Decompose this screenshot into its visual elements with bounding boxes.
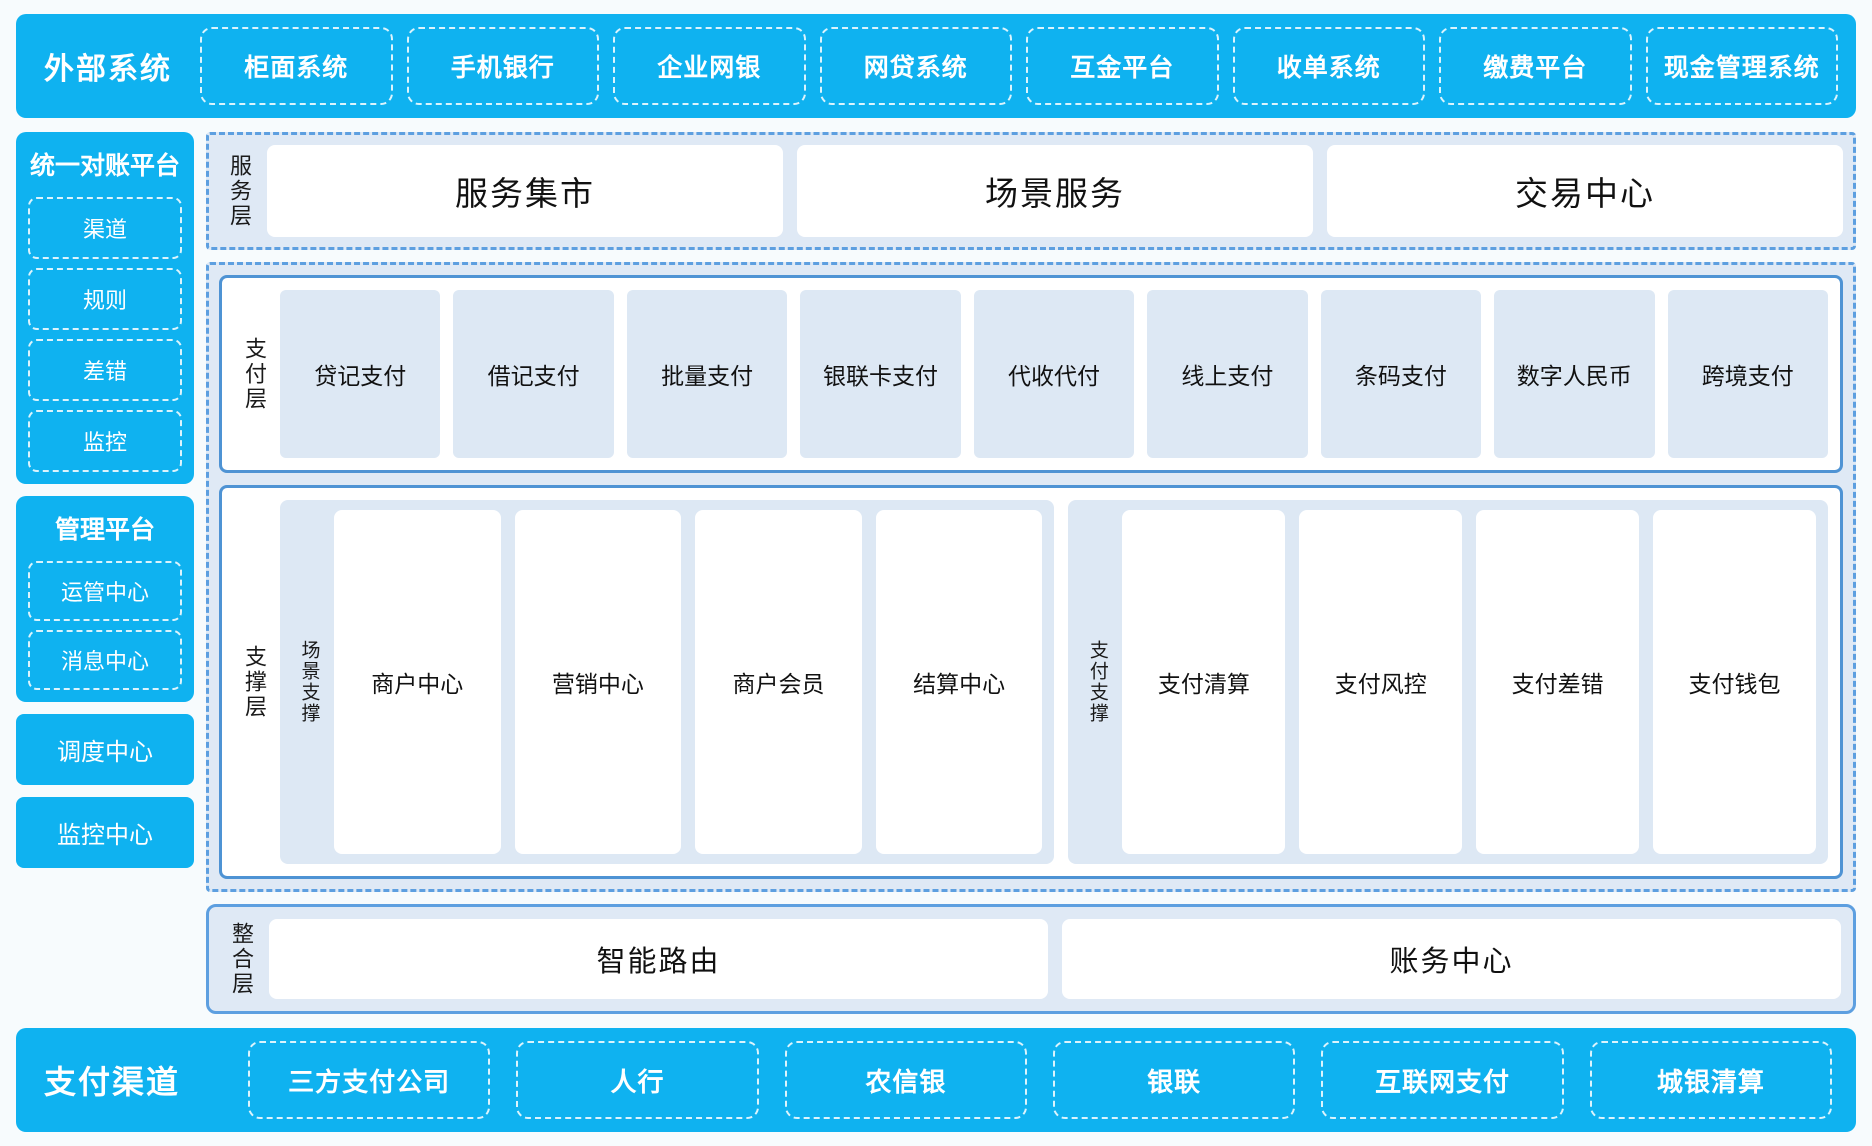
reconciliation-item-monitor[interactable]: 监控: [28, 410, 182, 472]
payment-channels-items: 三方支付公司 人行 农信银 银联 互联网支付 城银清算: [208, 1041, 1838, 1119]
support-card-payment-risk[interactable]: 支付风控: [1299, 510, 1463, 854]
left-sidebar: 统一对账平台 渠道 规则 差错 监控 管理平台 运管中心 消息中心 调度中心 监…: [16, 132, 194, 1014]
external-system-item[interactable]: 收单系统: [1232, 27, 1425, 105]
payment-layer-items: 贷记支付 借记支付 批量支付 银联卡支付 代收代付 线上支付 条码支付 数字人民…: [280, 290, 1828, 458]
external-system-item[interactable]: 现金管理系统: [1645, 27, 1838, 105]
support-card-payment-wallet[interactable]: 支付钱包: [1653, 510, 1816, 854]
support-card-payment-error[interactable]: 支付差错: [1476, 510, 1640, 854]
external-system-item[interactable]: 缴费平台: [1439, 27, 1632, 105]
middle-region: 统一对账平台 渠道 规则 差错 监控 管理平台 运管中心 消息中心 调度中心 监…: [16, 132, 1856, 1014]
payment-channel-city-bank-clearing[interactable]: 城银清算: [1589, 1041, 1832, 1119]
payment-support-group: 支付支撑 支付清算 支付风控 支付差错 支付钱包: [1068, 500, 1828, 864]
integration-card-accounting-center[interactable]: 账务中心: [1062, 919, 1841, 999]
service-card-transaction-center[interactable]: 交易中心: [1327, 145, 1843, 237]
support-card-merchant-center[interactable]: 商户中心: [334, 510, 501, 854]
payment-channel-internet-payment[interactable]: 互联网支付: [1321, 1041, 1564, 1119]
integration-layer-cards: 智能路由 账务中心: [269, 919, 1841, 999]
service-card-scenario[interactable]: 场景服务: [797, 145, 1313, 237]
support-card-merchant-member[interactable]: 商户会员: [695, 510, 862, 854]
service-layer-cards: 服务集市 场景服务 交易中心: [267, 145, 1843, 237]
reconciliation-platform-panel: 统一对账平台 渠道 规则 差错 监控: [16, 132, 194, 484]
external-system-item[interactable]: 网贷系统: [819, 27, 1012, 105]
payment-layer-box: 支付层 贷记支付 借记支付 批量支付 银联卡支付 代收代付 线上支付 条码支付 …: [219, 275, 1843, 473]
external-system-item[interactable]: 企业网银: [613, 27, 806, 105]
reconciliation-platform-title: 统一对账平台: [29, 152, 180, 180]
payment-item-cross-border[interactable]: 跨境支付: [1667, 290, 1828, 458]
service-layer-label: 服务层: [227, 153, 252, 229]
management-item-message-center[interactable]: 消息中心: [28, 630, 182, 690]
payment-channel-pboc[interactable]: 人行: [516, 1041, 759, 1119]
payment-item-batch[interactable]: 批量支付: [626, 290, 788, 458]
reconciliation-item-channel[interactable]: 渠道: [28, 197, 182, 259]
payment-channel-unionpay[interactable]: 银联: [1053, 1041, 1296, 1119]
scene-support-label: 场景支撑: [298, 640, 320, 724]
integration-card-smart-routing[interactable]: 智能路由: [269, 919, 1048, 999]
reconciliation-item-rule[interactable]: 规则: [28, 268, 182, 330]
service-card-marketplace[interactable]: 服务集市: [267, 145, 783, 237]
payment-channels-title: 支付渠道: [44, 1064, 181, 1100]
payment-item-unionpay-card[interactable]: 银联卡支付: [800, 290, 961, 458]
payment-item-collection-payment[interactable]: 代收代付: [973, 290, 1135, 458]
external-systems-items: 柜面系统 手机银行 企业网银 网贷系统 互金平台 收单系统 缴费平台 现金管理系…: [200, 27, 1838, 105]
scheduling-center-block[interactable]: 调度中心: [16, 714, 194, 785]
monitoring-center-block[interactable]: 监控中心: [16, 797, 194, 868]
integration-layer-group: 整合层 智能路由 账务中心: [206, 904, 1856, 1014]
external-systems-bar: 外部系统 柜面系统 手机银行 企业网银 网贷系统 互金平台 收单系统 缴费平台 …: [16, 14, 1856, 118]
payment-item-debit[interactable]: 借记支付: [453, 290, 614, 458]
support-layer-groups: 场景支撑 商户中心 营销中心 商户会员 结算中心 支付支撑 支付清算: [280, 500, 1828, 864]
external-systems-title: 外部系统: [44, 53, 172, 86]
reconciliation-item-error[interactable]: 差错: [28, 339, 182, 401]
payment-channels-bar: 支付渠道 三方支付公司 人行 农信银 银联 互联网支付 城银清算: [16, 1028, 1856, 1132]
external-system-item[interactable]: 互金平台: [1026, 27, 1219, 105]
payment-channel-rcc[interactable]: 农信银: [784, 1041, 1027, 1119]
management-item-operations-center[interactable]: 运管中心: [28, 561, 182, 621]
support-card-settlement-center[interactable]: 结算中心: [875, 510, 1043, 854]
external-system-item[interactable]: 柜面系统: [200, 27, 393, 105]
payment-item-credit[interactable]: 贷记支付: [280, 290, 441, 458]
management-platform-panel: 管理平台 运管中心 消息中心: [16, 496, 194, 702]
payment-channel-third-party[interactable]: 三方支付公司: [248, 1041, 491, 1119]
management-platform-title: 管理平台: [54, 516, 155, 544]
scene-support-group: 场景支撑 商户中心 营销中心 商户会员 结算中心: [280, 500, 1055, 864]
payment-layer-label: 支付层: [242, 336, 267, 412]
support-card-marketing-center[interactable]: 营销中心: [514, 510, 682, 854]
scene-support-items: 商户中心 营销中心 商户会员 结算中心: [334, 510, 1043, 854]
payment-support-items: 支付清算 支付风控 支付差错 支付钱包: [1122, 510, 1816, 854]
support-card-payment-clearing[interactable]: 支付清算: [1122, 510, 1286, 854]
service-layer-group: 服务层 服务集市 场景服务 交易中心: [206, 132, 1856, 250]
integration-layer-label: 整合层: [229, 921, 254, 997]
support-layer-box: 支撑层 场景支撑 商户中心 营销中心 商户会员 结算中心: [219, 485, 1843, 879]
payment-item-barcode[interactable]: 条码支付: [1320, 290, 1482, 458]
support-layer-label: 支撑层: [242, 644, 267, 720]
payment-item-online[interactable]: 线上支付: [1147, 290, 1308, 458]
core-layers-group: 支付层 贷记支付 借记支付 批量支付 银联卡支付 代收代付 线上支付 条码支付 …: [206, 262, 1856, 892]
external-system-item[interactable]: 手机银行: [406, 27, 599, 105]
platform-layers: 服务层 服务集市 场景服务 交易中心 支付层 贷记支付 借记支付 批量支付 银联…: [206, 132, 1856, 1014]
payment-support-label: 支付支撑: [1086, 640, 1108, 724]
payment-item-digital-rmb[interactable]: 数字人民币: [1494, 290, 1655, 458]
